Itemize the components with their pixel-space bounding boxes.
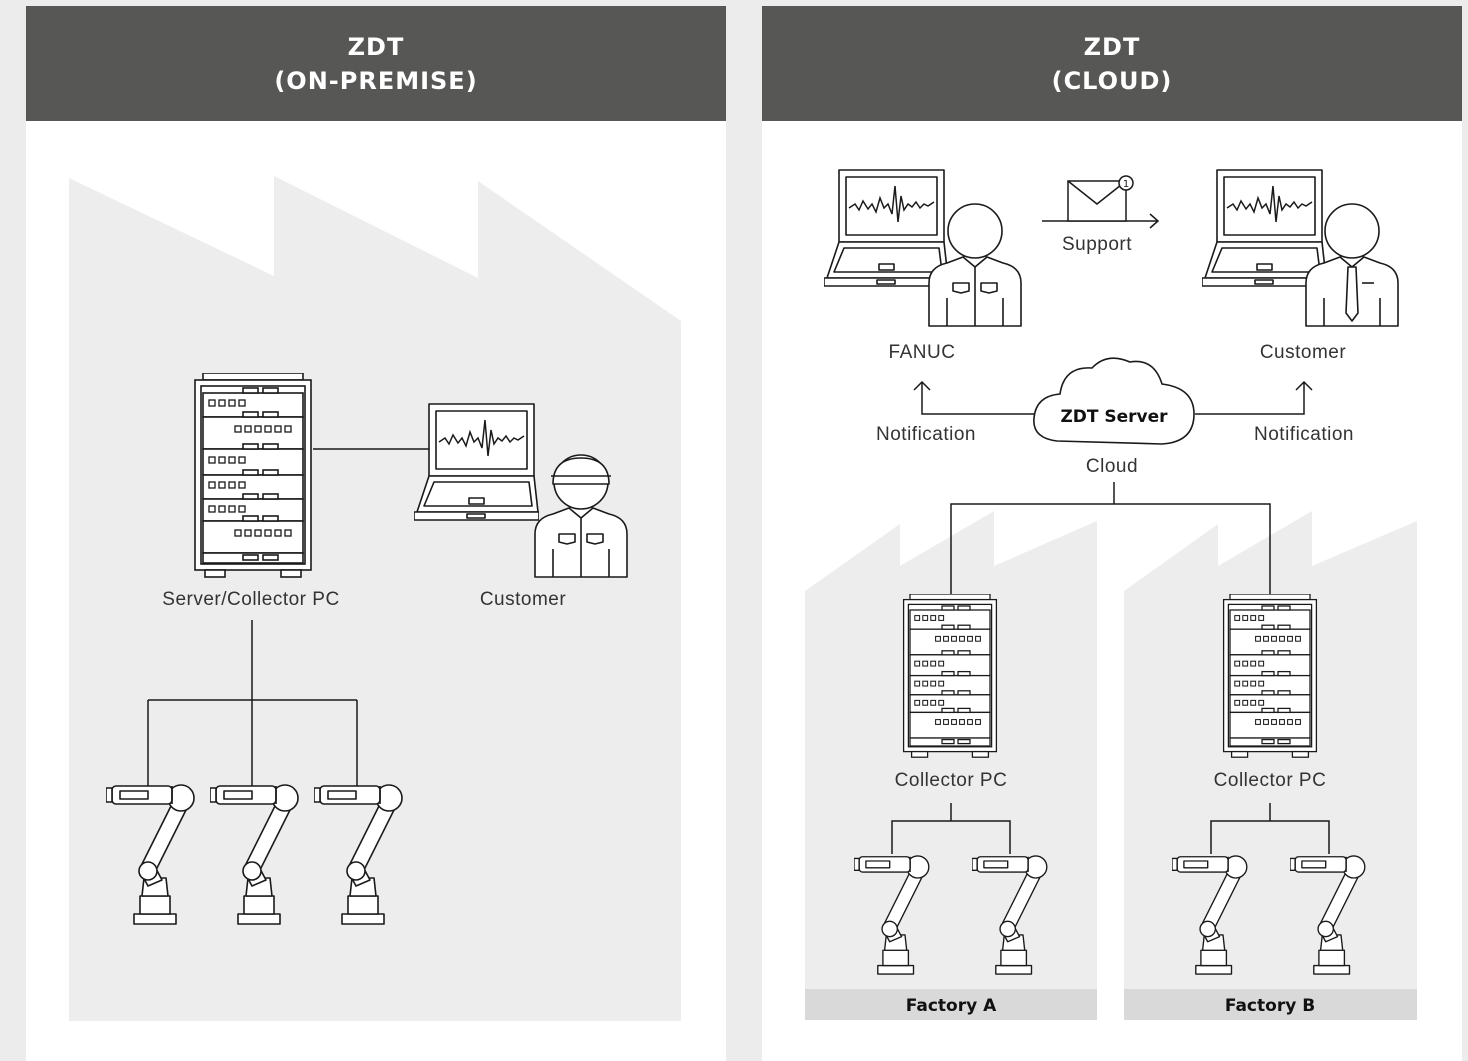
customer-laptop-icon <box>414 403 539 521</box>
on-premise-diagram: Server/Collector PC Customer <box>69 176 681 1021</box>
server-collector-label: Server/Collector PC <box>162 589 339 610</box>
cloud-label: Cloud <box>1086 456 1138 477</box>
factory-b-label: Factory B <box>1225 996 1315 1016</box>
robot-network-lines <box>147 620 358 791</box>
collector-pc-b-label: Collector PC <box>1214 770 1327 791</box>
on-premise-header: ZDT (ON-PREMISE) <box>26 6 726 121</box>
collector-pc-a-icon <box>902 594 998 758</box>
support-arrow <box>1042 175 1160 229</box>
factory-a-label: Factory A <box>906 996 997 1016</box>
factory-a-label-bar <box>805 989 1097 1020</box>
cloud-title: ZDT <box>1083 32 1141 61</box>
notification-right-label: Notification <box>1254 424 1354 445</box>
on-premise-title: ZDT <box>347 32 405 61</box>
cloud-header: ZDT (CLOUD) <box>762 6 1462 121</box>
notification-left-label: Notification <box>876 424 976 445</box>
on-premise-subtitle: (ON-PREMISE) <box>274 66 478 95</box>
customer-label: Customer <box>1260 342 1347 363</box>
fanuc-label: FANUC <box>889 342 956 363</box>
collector-pc-b-icon <box>1222 594 1318 758</box>
customer-laptop-icon <box>1202 169 1327 287</box>
notification-arrows <box>913 380 1313 594</box>
notification-badge <box>1118 175 1134 191</box>
support-label: Support <box>1062 234 1132 255</box>
server-collector-pc-icon <box>194 373 312 578</box>
zdt-server-label: ZDT Server <box>1060 407 1168 427</box>
support-badge-count: 1 <box>1123 179 1129 190</box>
customer-label: Customer <box>480 589 567 610</box>
factory-b-label-bar <box>1124 989 1417 1020</box>
robot-network-lines <box>891 803 1330 854</box>
fanuc-laptop-icon <box>824 169 949 287</box>
cloud-panel: ZDT (CLOUD) 1 Support FANUC Customer <box>762 6 1462 1061</box>
cloud-subtitle: (CLOUD) <box>1051 66 1173 95</box>
on-premise-panel: ZDT (ON-PREMISE) Server/Collector PC Cus… <box>26 6 726 1061</box>
envelope-icon <box>1067 180 1127 222</box>
cloud-icon <box>1033 357 1195 445</box>
cloud-diagram: 1 Support FANUC Customer ZDT Server Noti… <box>805 169 1417 1020</box>
collector-pc-a-label: Collector PC <box>895 770 1008 791</box>
